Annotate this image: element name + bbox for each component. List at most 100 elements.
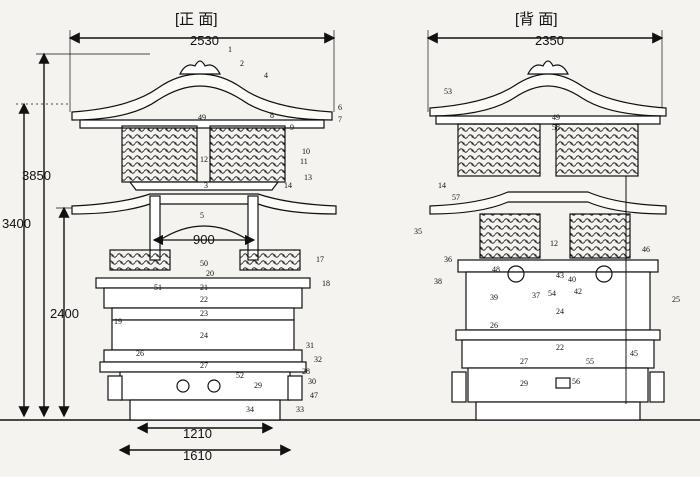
back-part-label-39: 39 [490,293,498,302]
front-part-label-6: 6 [338,103,342,112]
back-upper-bracket-left [457,123,541,177]
back-part-label-58: 58 [552,123,560,132]
back-part-label-35: 35 [414,227,422,236]
front-upper-beam [128,181,280,191]
front-part-label-11: 11 [300,157,308,166]
back-part-label-38: 38 [434,277,442,286]
back-part-label-12: 12 [550,239,558,248]
front-part-label-47: 47 [310,391,318,400]
front-carry-pole-left [107,375,123,401]
front-part-label-32: 32 [314,355,322,364]
front-part-label-5: 5 [200,211,204,220]
front-upper-roof [71,73,333,121]
back-part-label-24: 24 [556,307,564,316]
back-main-body [465,271,651,331]
front-part-label-31: 31 [306,341,314,350]
back-lower-panel [461,339,655,369]
front-part-label-17: 17 [316,255,324,264]
back-part-label-57: 57 [452,193,460,202]
back-lower-roof [429,191,667,215]
front-part-label-29: 29 [254,381,262,390]
front-base-box [119,371,291,401]
front-part-label-21: 21 [200,283,208,292]
back-width-label: 2350 [535,33,564,48]
back-upper-roof [429,73,667,117]
front-part-label-18: 18 [322,279,330,288]
height-lower-label: 2400 [50,306,79,321]
front-part-label-2: 2 [240,59,244,68]
back-part-label-37: 37 [532,291,540,300]
front-upper-bracket-left [121,125,198,183]
front-part-label-52: 52 [236,371,244,380]
front-part-label-8: 8 [270,111,274,120]
front-main-panel [111,319,295,351]
front-part-label-1: 1 [228,45,232,54]
front-part-label-27: 27 [200,361,208,370]
front-part-label-19: 19 [114,317,122,326]
height-mid-label: 3400 [2,216,31,231]
height-total-label: 3850 [22,168,51,183]
back-part-label-48: 48 [492,265,500,274]
back-part-label-14: 14 [438,181,446,190]
front-part-label-22: 22 [200,295,208,304]
front-view [68,30,337,456]
front-lower-bracket-right [239,249,301,271]
back-part-label-22: 22 [556,343,564,352]
back-carry-pole-right [649,371,665,403]
back-sill [455,329,661,341]
back-part-label-26: 26 [490,321,498,330]
front-part-label-49: 49 [198,113,206,122]
height-dimensions [16,52,150,418]
back-upper-bracket-right [555,123,639,177]
back-base-latch [555,377,571,389]
front-span-label: 900 [193,232,215,247]
back-ridge-ornament [527,60,569,75]
front-part-label-12: 12 [200,155,208,164]
back-lower-bracket-right [569,213,631,259]
front-part-label-26: 26 [136,349,144,358]
back-part-label-25: 25 [672,295,680,304]
front-lower-bracket-left [109,249,171,271]
front-carry-pole-right [287,375,303,401]
back-carry-pole-left [451,371,467,403]
front-part-label-51: 51 [154,283,162,292]
front-upper-bracket-right [209,125,286,183]
back-part-label-40: 40 [568,275,576,284]
back-part-label-56: 56 [572,377,580,386]
front-lower-roof [71,193,337,215]
back-part-label-43: 43 [556,271,564,280]
front-part-label-28: 28 [302,367,310,376]
front-view-title: [正 面] [175,11,218,28]
back-base-legs [475,401,641,421]
front-part-label-50: 50 [200,259,208,268]
back-part-label-27: 27 [520,357,528,366]
back-part-label-42: 42 [574,287,582,296]
back-lower-bracket-left [479,213,541,259]
back-upper-eave [435,115,661,125]
front-base-inner-label: 1210 [183,426,212,441]
front-width-label: 2530 [190,33,219,48]
front-part-label-13: 13 [304,173,312,182]
back-part-label-29: 29 [520,379,528,388]
front-part-label-30: 30 [308,377,316,386]
back-ornament-right [595,265,613,283]
back-part-label-49: 49 [552,113,560,122]
back-part-label-46: 46 [642,245,650,254]
front-part-label-10: 10 [302,147,310,156]
back-part-labels: 12 14 22 24 25 26 27 29 35 36 37 38 39 40 42 43 45 46 48 49… [414,87,680,388]
front-part-label-33: 33 [296,405,304,414]
front-part-label-23: 23 [200,309,208,318]
front-part-label-7: 7 [338,115,342,124]
front-crest-left [176,379,190,393]
back-ornament-left [507,265,525,283]
back-part-label-36: 36 [444,255,452,264]
back-view [426,30,667,421]
front-part-label-4: 4 [264,71,268,80]
front-ridge-ornament [179,60,221,75]
front-base-outer-label: 1610 [183,448,212,463]
back-part-label-45: 45 [630,349,638,358]
front-part-label-24: 24 [200,331,208,340]
front-part-label-20: 20 [206,269,214,278]
